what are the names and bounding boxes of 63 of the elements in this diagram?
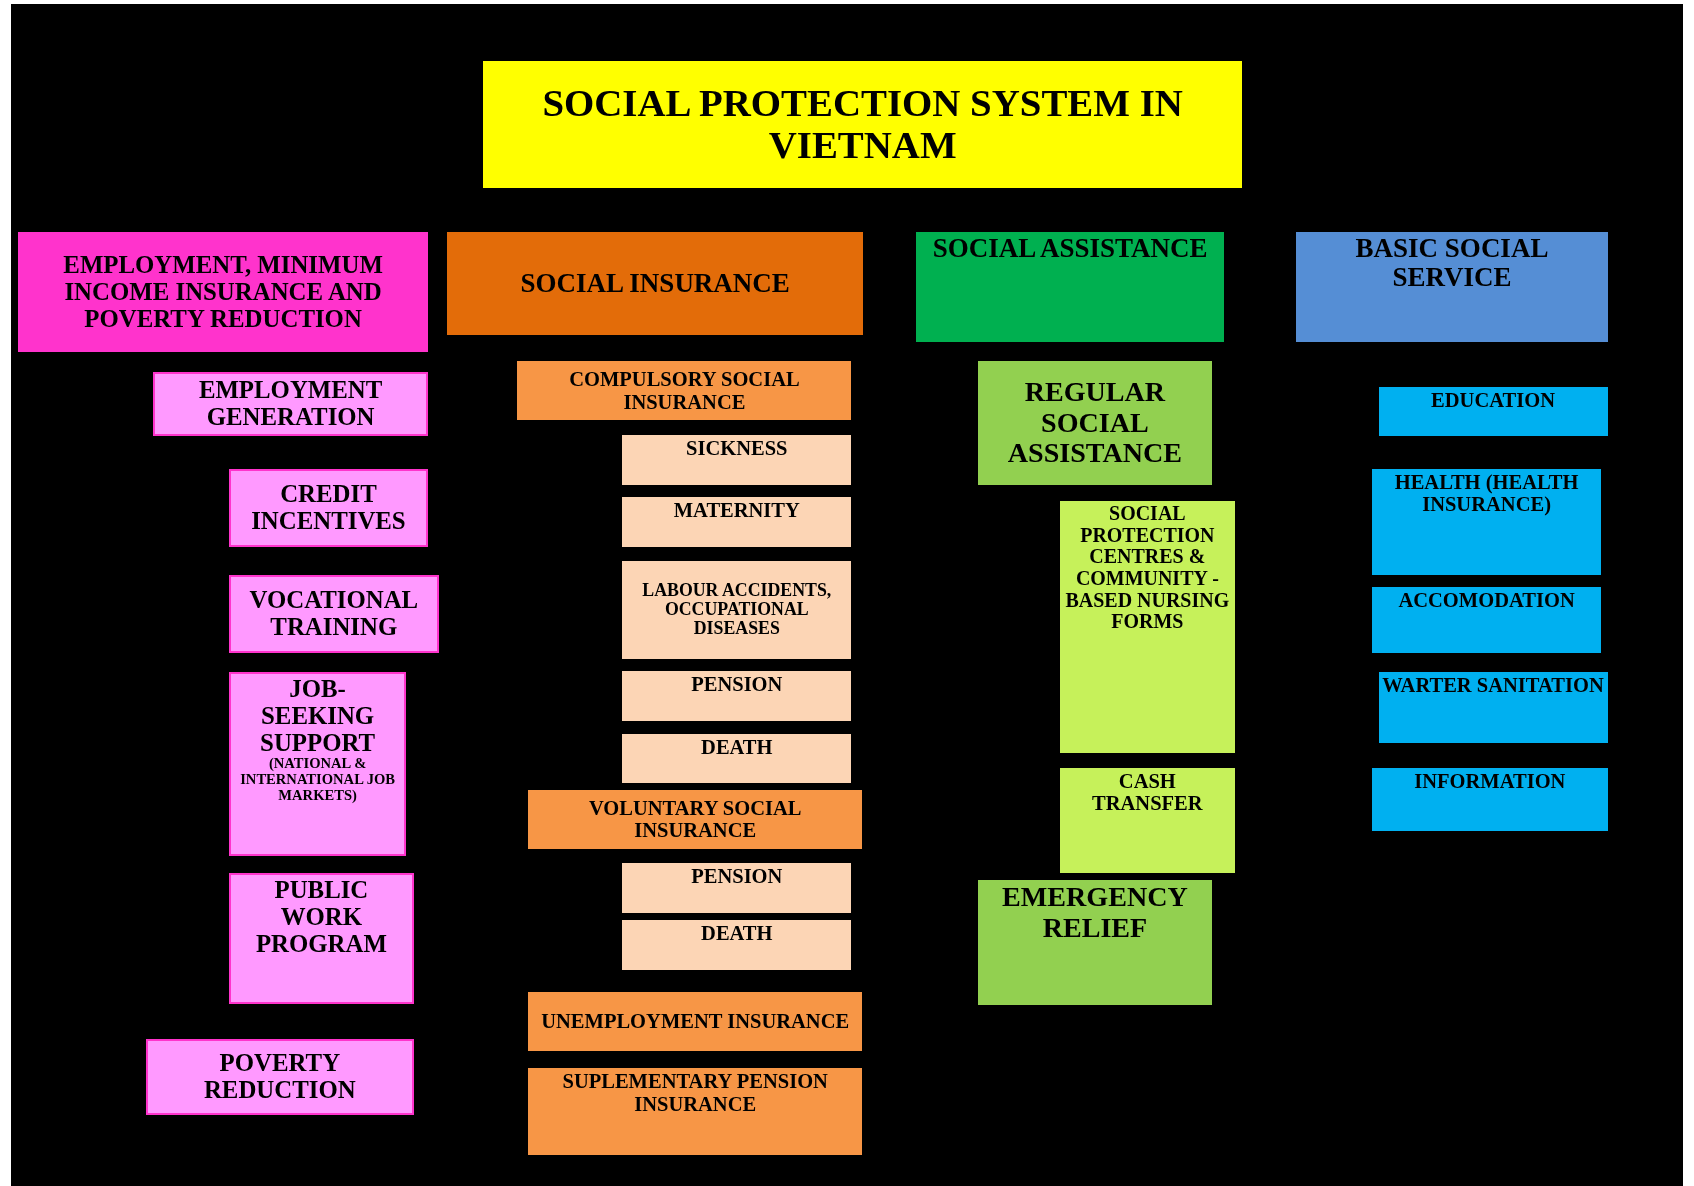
box-label: SOCIAL INSURANCE (519, 269, 791, 299)
box-label: SICKNESS (685, 437, 789, 460)
subcategory-box (977, 360, 1213, 486)
category-header (447, 232, 864, 335)
item-box (1372, 468, 1602, 575)
box-label: EMPLOYMENT GENERATION (197, 377, 384, 431)
category-header (1296, 232, 1608, 343)
box-label: SOCIAL ASSISTANCE (931, 234, 1209, 264)
box-label: DEATH (700, 922, 774, 945)
box-label: POVERTY REDUCTION (202, 1050, 357, 1104)
box-label: UNEMPLOYMENT INSURANCE (540, 1010, 851, 1033)
box-label: EDUCATION (1430, 388, 1556, 411)
title-banner (482, 60, 1243, 188)
box-label: CASH TRANSFER (1091, 770, 1204, 815)
box-label: WARTER SANITATION (1381, 673, 1605, 697)
item-box (1378, 671, 1608, 744)
subcategory-box (517, 360, 852, 421)
subcategory-box (528, 789, 863, 850)
box-label: LABOUR ACCIDENTS, OCCUPATIONAL DISEASES (641, 581, 833, 639)
box-label: VOCATIONAL TRAINING (248, 586, 420, 641)
item-box (622, 560, 852, 659)
category-header (18, 232, 428, 353)
subcategory-box (528, 1068, 863, 1155)
item-box (622, 435, 852, 486)
box-label: COMPULSORY SOCIAL INSURANCE (568, 368, 801, 413)
box-label: REGULAR SOCIAL ASSISTANCE (1006, 377, 1184, 469)
item-box (622, 733, 852, 784)
item-box (229, 574, 439, 653)
item-box (622, 863, 852, 913)
box-label: PENSION (690, 865, 784, 888)
subcategory-box (528, 991, 863, 1052)
box-label: VOLUNTARY SOCIAL INSURANCE (587, 797, 803, 842)
box-label: INFORMATION (1413, 770, 1567, 793)
category-header (916, 232, 1225, 343)
item-box (229, 671, 407, 856)
box-label: HEALTH (HEALTH INSURANCE) (1393, 470, 1580, 516)
item-box (1372, 586, 1602, 653)
item-box (145, 1039, 414, 1115)
item-box (622, 670, 852, 721)
subcategory-box (977, 880, 1213, 1005)
item-box (1059, 501, 1235, 753)
box-label: ACCOMODATION (1397, 588, 1576, 611)
box-label: EMERGENCY RELIEF (1001, 882, 1189, 944)
item-box (229, 468, 428, 547)
box-label: SUPLEMENTARY PENSION INSURANCE (561, 1070, 829, 1115)
box-label: SOCIAL PROTECTION CENTRES & COMMUNITY -BASED NURSING FORMS (1064, 503, 1231, 633)
box-label: SOCIAL PROTECTION SYSTEM IN VIETNAM (541, 82, 1184, 167)
box-label: PENSION (690, 672, 784, 696)
item-box (1378, 386, 1608, 437)
item-box (1059, 768, 1235, 873)
box-label: DEATH (700, 735, 774, 758)
box-label: MATERNITY (672, 498, 801, 522)
box-label: PUBLIC WORK PROGRAM (254, 876, 388, 958)
item-box (622, 920, 852, 971)
box-label: JOB-SEEKING SUPPORT (259, 675, 377, 757)
box-label: BASIC SOCIAL SERVICE (1354, 234, 1550, 293)
item-box (622, 496, 852, 547)
box-label: CREDIT INCENTIVES (250, 480, 407, 535)
box-note: (NATIONAL & INTERNATIONAL JOB MARKETS) (239, 756, 397, 804)
item-box (1372, 768, 1608, 831)
item-box (229, 872, 414, 1004)
box-label: EMPLOYMENT, MINIMUM INCOME INSURANCE AND POVERTY REDUCTION (62, 251, 384, 333)
item-box (153, 371, 428, 437)
